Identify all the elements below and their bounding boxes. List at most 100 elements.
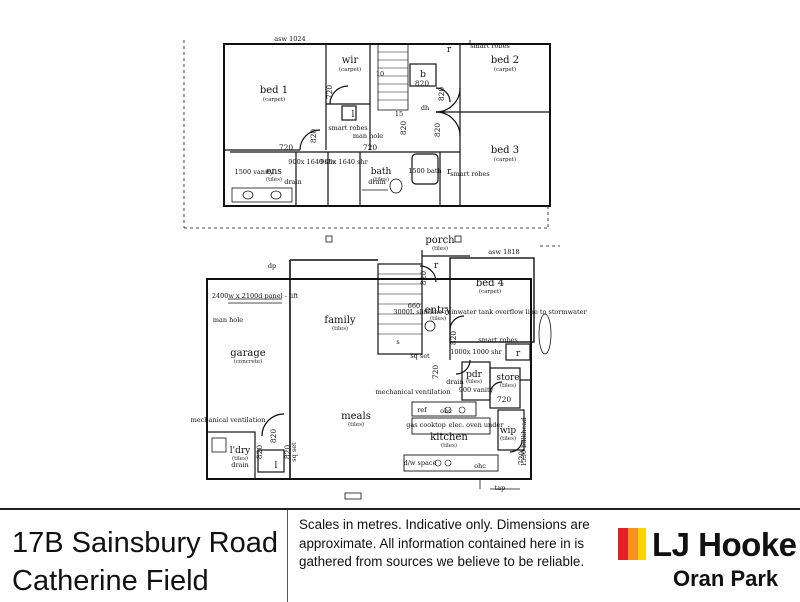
logo-square-yellow: [638, 528, 646, 560]
ground-garage-door: 2400w x 2100d panel - lift: [212, 292, 299, 300]
room-meals-name: meals: [341, 411, 371, 422]
ground-ohc-b: ohc: [474, 462, 486, 470]
room-wip-floor: (tiles): [500, 435, 516, 442]
upper-label-r-a: r: [447, 45, 452, 55]
ground-dim-820-b: 820: [255, 445, 264, 460]
ground-man-hole: man hole: [213, 316, 243, 324]
room-bath-name: bath: [371, 167, 392, 177]
upper-dim-820-d: 820: [433, 123, 442, 138]
floor-plan: asw 1024 bed 1 (carpet) wir (carpet) bed…: [183, 35, 588, 500]
room-pdr-floor: (tiles): [466, 378, 482, 385]
ground-dw-space: d/w space: [404, 459, 437, 467]
upper-asw-label: asw 1024: [274, 35, 305, 43]
upper-label-b: b: [420, 70, 426, 80]
address-line-2: Catherine Field: [12, 565, 209, 594]
upper-shr-a: 900x 1640 shr: [288, 158, 336, 166]
upper-dim-820-a: 820: [415, 79, 430, 88]
ground-r-b: r: [516, 349, 521, 359]
room-bed3-floor: (carpet): [494, 156, 516, 163]
room-store-name: store: [496, 373, 519, 383]
room-bed2-floor: (carpet): [494, 66, 516, 73]
room-garage-name: garage: [230, 348, 266, 359]
room-bed3-name: bed 3: [491, 145, 519, 156]
room-bed4-floor: (carpet): [479, 288, 501, 295]
upper-bath-size: 1500 bath: [408, 167, 441, 175]
ground-mech-vent-b: mechanical ventilation: [376, 388, 451, 396]
room-ens-floor: (tiles): [266, 176, 282, 183]
ground-ref: ref: [417, 406, 427, 414]
ground-dim-720-a: 720: [431, 365, 440, 380]
ground-660: 660: [408, 302, 420, 310]
upper-label-r-b: r: [447, 167, 452, 177]
ground-dim-720-b: 720: [497, 395, 512, 404]
room-wir-name: wir: [342, 55, 359, 66]
ground-elec-oven: elec. oven under: [449, 421, 505, 429]
ground-gas-cooktop: gas cooktop: [406, 421, 446, 429]
upper-man-hole: man hole: [353, 132, 383, 140]
room-family-name: family: [324, 315, 356, 326]
ground-dp: dp: [268, 262, 276, 270]
ground-dim-820-c: 820: [283, 445, 292, 460]
ground-dim-820-e: 820: [449, 331, 458, 346]
disclaimer-text: Scales in metres. Indicative only. Dimen…: [299, 517, 590, 569]
room-store-floor: (tiles): [500, 382, 516, 389]
room-bath-floor: (tiles): [373, 176, 389, 183]
ground-dim-820-a: 820: [269, 429, 278, 444]
office-name: Oran Park: [673, 566, 779, 591]
room-meals-floor: (tiles): [348, 421, 364, 428]
room-bed2-name: bed 2: [491, 55, 519, 66]
room-porch-name: porch: [425, 235, 455, 246]
room-entry-name: entry: [425, 305, 452, 316]
upper-drain-a: drain: [284, 178, 301, 186]
upper-label-l: l: [352, 110, 355, 120]
lj-hooker-logo: LJ Hooker Oran Park: [618, 528, 798, 602]
ground-tank-note: 3000L slimline rainwater tank overflow l…: [393, 308, 587, 316]
upper-smart-robes-c: smart robes: [450, 170, 490, 178]
ground-l: l: [275, 461, 278, 471]
ground-bulkhead: 1530 bulkhead: [520, 417, 528, 466]
footer-divider: [287, 510, 288, 602]
footer-bar: 17B Sainsbury Road Catherine Field Scale…: [0, 508, 800, 602]
room-pdr-name: pdr: [466, 370, 483, 380]
room-wir-floor: (carpet): [339, 66, 361, 73]
ground-mech-vent-a: mechanical ventilation: [191, 416, 266, 424]
ground-drain-a: drain: [446, 378, 463, 386]
room-bed1-name: bed 1: [260, 85, 288, 96]
upper-smart-robes-a: smart robes: [328, 124, 368, 132]
upper-dim-720-c: 720: [325, 85, 334, 100]
upper-step-10: 10: [376, 70, 384, 78]
ground-smart-robes: smart robes: [478, 336, 518, 344]
property-address: 17B Sainsbury Road Catherine Field: [12, 524, 280, 594]
upper-dim-720-b: 720: [363, 143, 378, 152]
ground-sq-set-a: sq set: [410, 352, 430, 360]
room-bed1-floor: (carpet): [263, 96, 285, 103]
upper-label-dh: dh: [421, 104, 429, 112]
ground-r-a: r: [434, 261, 439, 271]
upper-step-15: 15: [395, 110, 403, 118]
upper-dim-820-c: 820: [399, 121, 408, 136]
ground-floor-outline: [206, 278, 532, 480]
upper-dim-820-b: 820: [309, 129, 318, 144]
room-porch-floor: (tiles): [432, 245, 448, 252]
ground-ohc-a: ohc: [440, 407, 452, 415]
room-family-floor: (tiles): [332, 325, 348, 332]
ground-tap: tap: [495, 484, 506, 492]
upper-shr-b: 900x 1640 shr: [320, 158, 368, 166]
room-entry-floor: (tiles): [430, 315, 446, 322]
ground-dim-720-c: 720: [517, 451, 526, 466]
ground-sq-set-b: sq set: [290, 442, 298, 462]
ground-shr: 1000x 1000 shr: [450, 348, 502, 356]
room-ldry-floor: (tiles): [232, 455, 248, 462]
upper-smart-robes-b: smart robes: [470, 42, 510, 50]
ground-asw-label: asw 1818: [488, 248, 519, 256]
ground-drain-b: drain: [231, 461, 248, 469]
room-ens-name: ens: [266, 167, 282, 177]
brand-name: LJ Hooker: [652, 528, 798, 563]
upper-dim-720-a: 720: [279, 143, 294, 152]
room-bed4-name: bed 4: [476, 278, 504, 289]
room-kitchen-floor: (tiles): [441, 442, 457, 449]
ground-dim-820-d: 820: [419, 271, 428, 286]
upper-dim-820-e: 820: [437, 87, 446, 102]
ground-vanity: 900 vanity: [459, 386, 494, 394]
room-wip-name: wip: [500, 426, 517, 436]
